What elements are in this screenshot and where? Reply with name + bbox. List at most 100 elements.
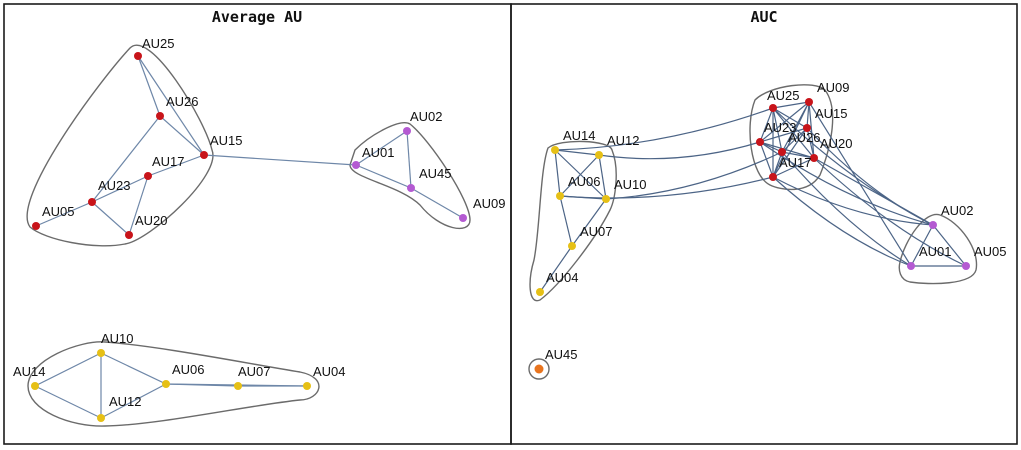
left-panel-title: Average AU: [212, 8, 302, 26]
left-edge-AU25-AU26: [137, 55, 161, 117]
left-edge-AU23-AU05: [35, 201, 93, 227]
right-edge-AU09-AU01: [808, 101, 912, 267]
left-edge-AU12-AU06: [100, 383, 167, 419]
left-node-label-AU20: AU20: [135, 213, 168, 228]
right-node-AU05: [962, 262, 970, 270]
left-edge-AU02-AU01: [355, 130, 408, 166]
left-node-label-AU14: AU14: [13, 364, 46, 379]
right-node-label-AU09: AU09: [817, 80, 850, 95]
left-node-AU20: [125, 231, 133, 239]
left-node-AU17: [144, 172, 152, 180]
right-node-label-AU45: AU45: [545, 347, 578, 362]
left-node-label-AU09: AU09: [473, 196, 506, 211]
left-edge-AU02-AU45: [406, 130, 412, 189]
left-node-label-AU04: AU04: [313, 364, 346, 379]
right-edge-AU26-AU01: [781, 151, 912, 267]
right-node-label-AU10: AU10: [614, 177, 647, 192]
left-node-AU05: [32, 222, 40, 230]
right-node-label-AU12: AU12: [607, 133, 640, 148]
right-edge-AU14-AU12: [554, 149, 600, 156]
left-edge-AU25-AU15: [137, 55, 205, 156]
left-node-label-AU06: AU06: [172, 362, 205, 377]
left-node-label-AU25: AU25: [142, 36, 175, 51]
left-node-AU06: [162, 380, 170, 388]
left-edge-AU17-AU23: [91, 175, 149, 203]
left-node-AU15: [200, 151, 208, 159]
right-node-AU06: [556, 192, 564, 200]
right-node-AU26: [778, 148, 786, 156]
right-node-label-AU26: AU26: [788, 130, 821, 145]
right-node-label-AU01: AU01: [919, 244, 952, 259]
left-node-AU14: [31, 382, 39, 390]
right-node-label-AU14: AU14: [563, 128, 596, 143]
left-node-label-AU05: AU05: [42, 204, 75, 219]
left-node-AU23: [88, 198, 96, 206]
right-node-AU15: [803, 124, 811, 132]
right-node-AU07: [568, 242, 576, 250]
left-edge-AU17-AU20: [128, 175, 149, 236]
right-node-label-AU06: AU06: [568, 174, 601, 189]
right-yellow-group-hull: [529, 140, 617, 302]
right-node-AU10: [602, 195, 610, 203]
right-edge-AU15-AU17: [772, 127, 808, 178]
left-edge-AU14-AU12: [34, 385, 102, 419]
left-edge-AU10-AU14: [34, 352, 102, 387]
right-node-AU17: [769, 173, 777, 181]
right-node-label-AU23: AU23: [764, 120, 797, 135]
right-node-AU23: [756, 138, 764, 146]
left-edge-AU15-AU17: [147, 154, 205, 177]
left-node-AU02: [403, 127, 411, 135]
right-edge-AU12-AU06: [559, 154, 600, 197]
right-orange-group-hull: [528, 358, 550, 380]
right-edge-AU14-AU06: [554, 149, 561, 197]
left-node-AU07: [234, 382, 242, 390]
left-node-label-AU17: AU17: [152, 154, 185, 169]
right-node-label-AU20: AU20: [820, 136, 853, 151]
left-node-AU04: [303, 382, 311, 390]
left-edge-AU23-AU20: [91, 201, 130, 236]
left-edge-AU15-AU01: [203, 154, 357, 166]
right-red-group-hull: [749, 84, 834, 191]
left-nodes: AU25AU26AU15AU17AU23AU05AU20AU02AU01AU45…: [13, 36, 506, 422]
right-edge-AU06-AU07: [559, 195, 573, 247]
right-node-AU20: [810, 154, 818, 162]
right-panel-title: AUC: [750, 8, 777, 26]
left-edge-AU01-AU45: [355, 164, 412, 189]
right-node-AU01: [907, 262, 915, 270]
right-edge-AU09-AU20: [808, 101, 815, 159]
right-node-AU45: [534, 364, 544, 374]
left-edge-AU45-AU09: [410, 187, 464, 219]
left-yellow-group-hull: [27, 341, 320, 427]
left-node-AU01: [352, 161, 360, 169]
left-node-AU12: [97, 414, 105, 422]
right-node-label-AU05: AU05: [974, 244, 1007, 259]
right-edge-AU02-AU05: [932, 224, 967, 267]
right-node-AU25: [769, 104, 777, 112]
left-edges: [34, 55, 464, 419]
right-edge-AU07-AU04: [539, 245, 573, 293]
right-node-AU09: [805, 98, 813, 106]
left-edge-AU26-AU15: [159, 115, 205, 156]
left-node-label-AU01: AU01: [362, 145, 395, 160]
left-node-AU45: [407, 184, 415, 192]
right-edge-AU09-AU23: [759, 101, 810, 143]
right-node-AU14: [551, 146, 559, 154]
right-node-label-AU07: AU07: [580, 224, 613, 239]
right-edge-AU15-AU02: [806, 127, 934, 226]
right-edge-AU15-AU23: [759, 127, 808, 143]
right-node-label-AU04: AU04: [546, 270, 579, 285]
right-edge-AU17-AU01: [772, 176, 912, 267]
right-node-AU12: [595, 151, 603, 159]
left-purple-group-hull: [349, 122, 471, 230]
left-edge-AU10-AU06: [100, 352, 167, 385]
right-edge-AU09-AU17: [772, 101, 810, 178]
left-node-label-AU23: AU23: [98, 178, 131, 193]
left-node-AU09: [459, 214, 467, 222]
left-node-label-AU02: AU02: [410, 109, 443, 124]
left-red-group-hull: [26, 44, 214, 247]
left-node-AU25: [134, 52, 142, 60]
right-edge-AU10-AU07: [571, 198, 607, 247]
right-node-AU02: [929, 221, 937, 229]
